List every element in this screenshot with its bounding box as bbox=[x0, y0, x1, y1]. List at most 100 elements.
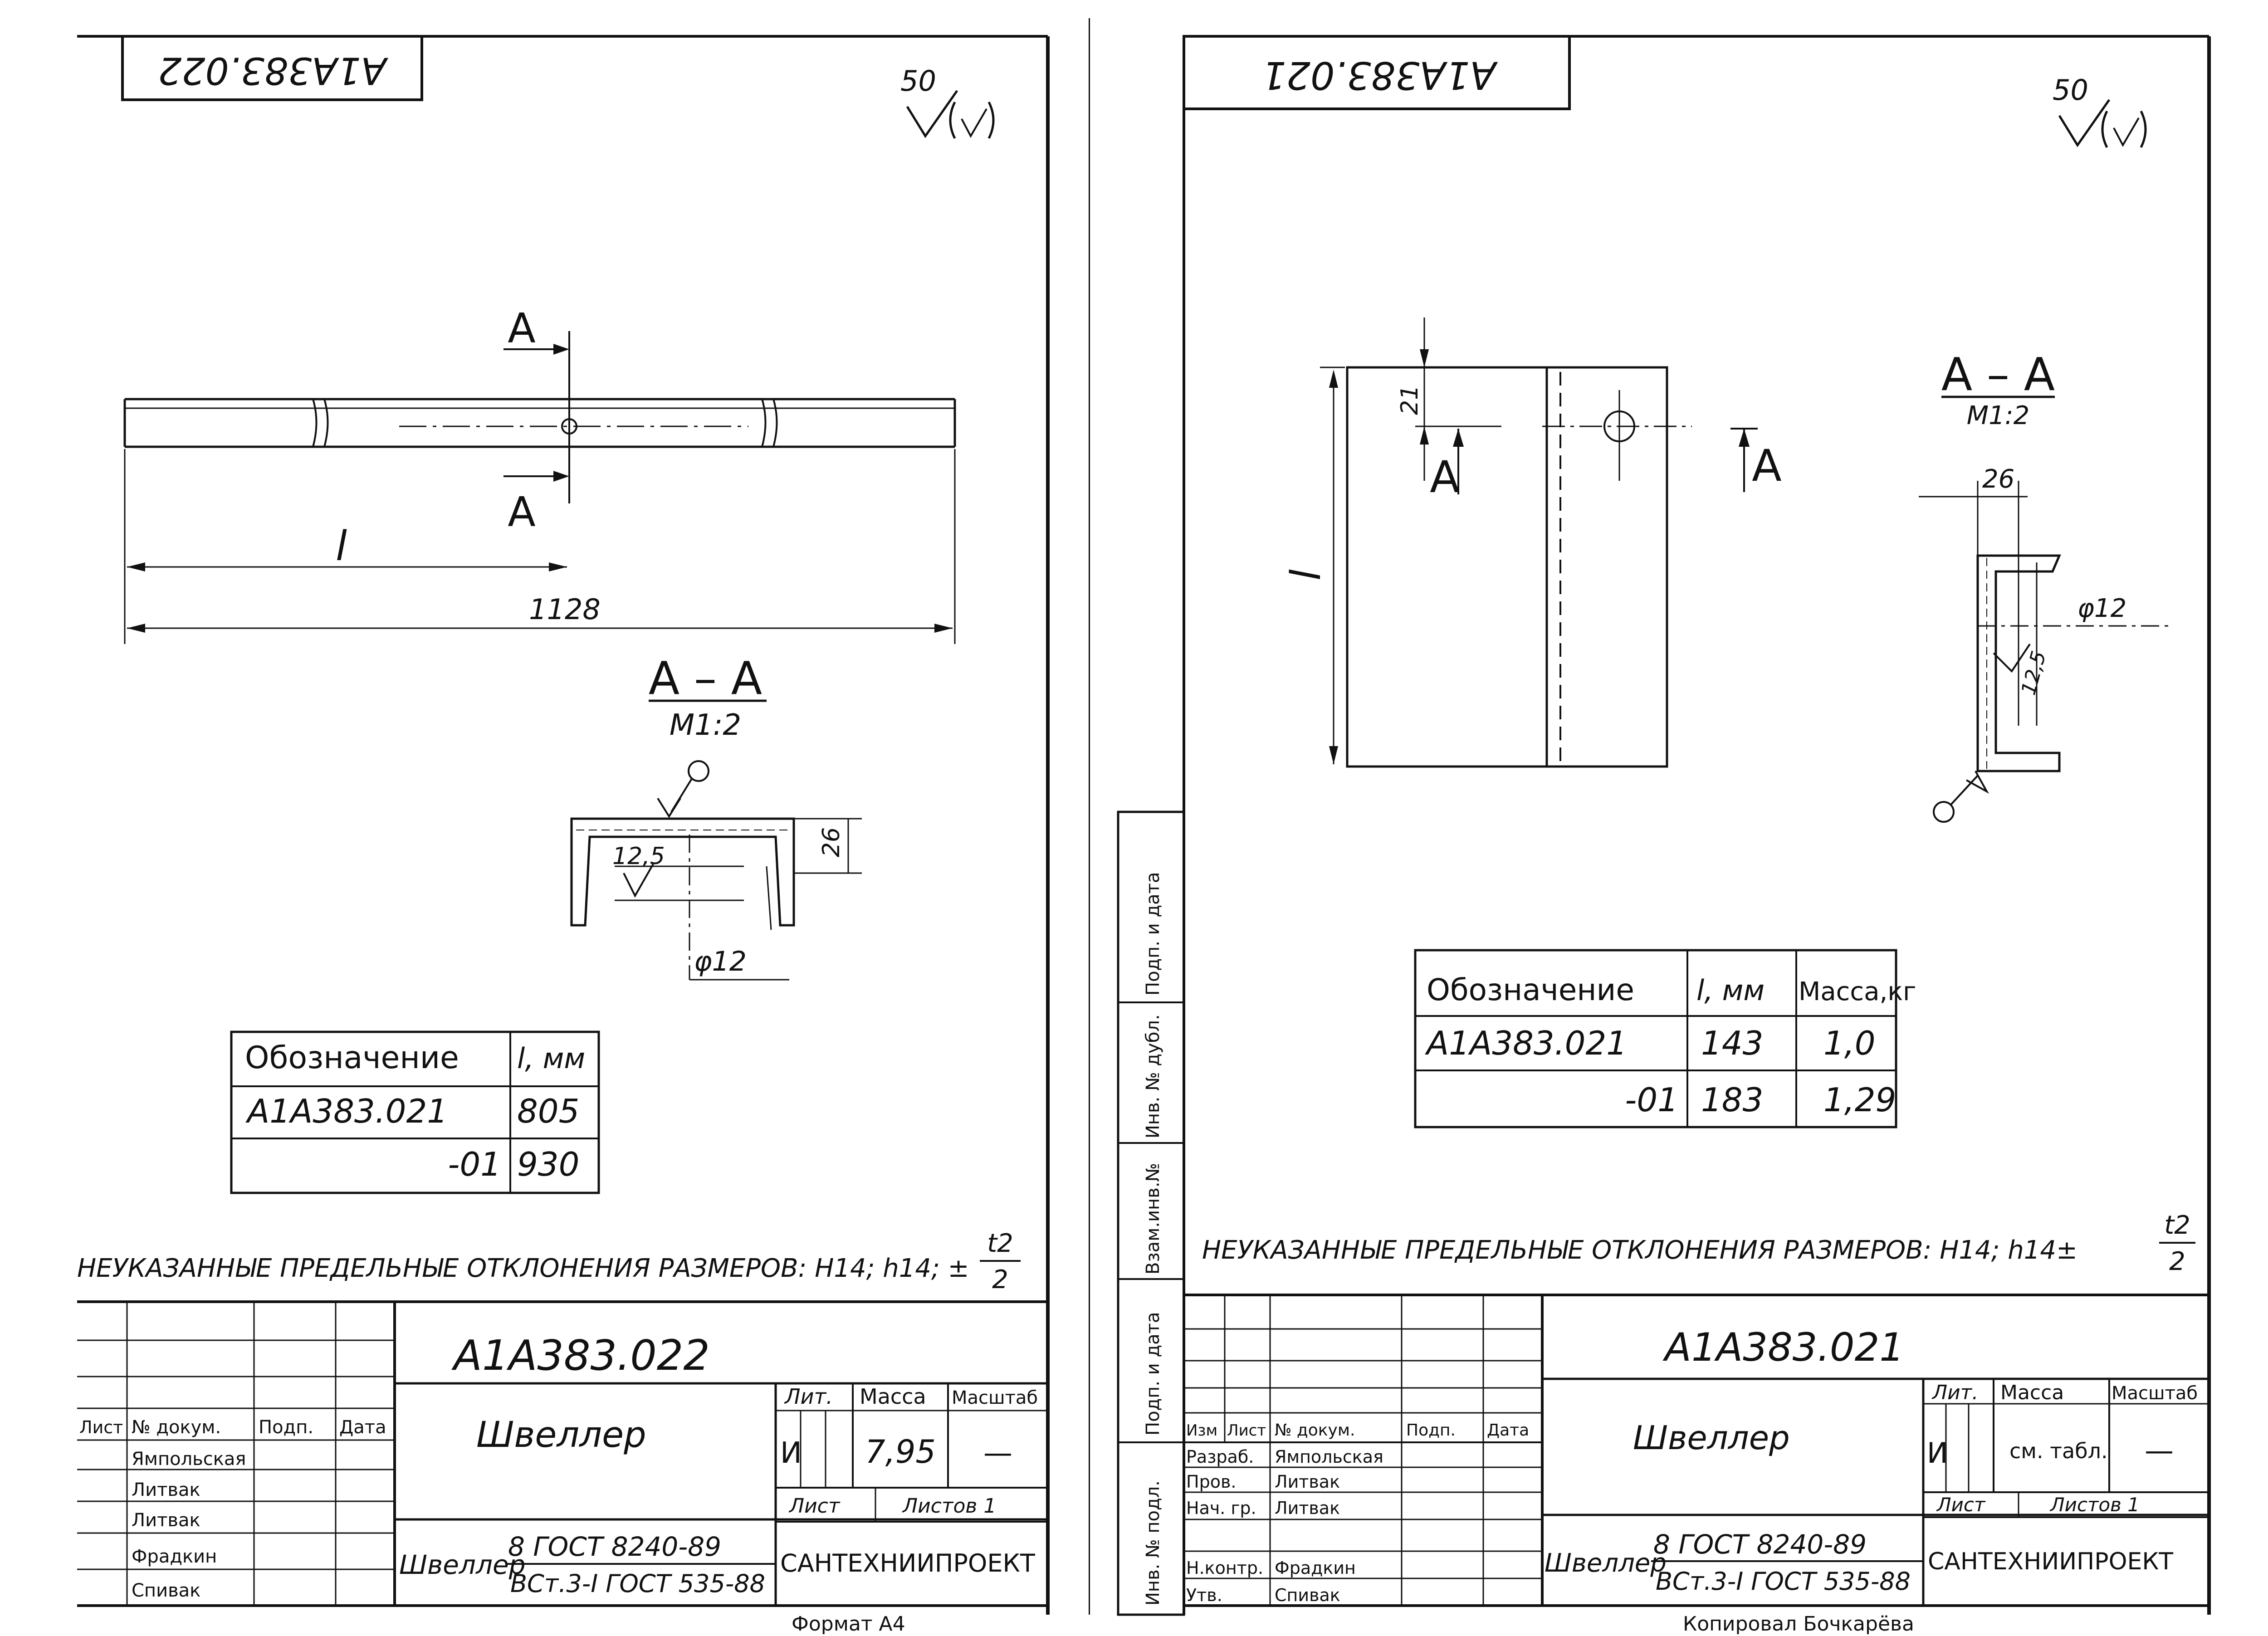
left-dimension-l: l bbox=[124, 449, 567, 644]
svg-text:26: 26 bbox=[1982, 464, 2014, 494]
right-person: Литвак bbox=[1275, 1498, 1340, 1518]
svg-text:2: 2 bbox=[992, 1265, 1008, 1294]
left-person: Литвак bbox=[132, 1510, 200, 1531]
svg-text:8 ГОСТ 8240-89: 8 ГОСТ 8240-89 bbox=[1653, 1529, 1867, 1560]
right-corner-box bbox=[1183, 35, 1571, 110]
left-person: Ямпольская bbox=[132, 1449, 246, 1470]
side-label: Инв. № подл. bbox=[1143, 1480, 1163, 1606]
left-channel-view bbox=[123, 398, 956, 448]
svg-text:50: 50 bbox=[2053, 73, 2088, 107]
svg-text:НЕУКАЗАННЫЕ ПРЕДЕЛЬНЫЕ ОТКЛОНЕ: НЕУКАЗАННЫЕ ПРЕДЕЛЬНЫЕ ОТКЛОНЕНИЯ РАЗМЕР… bbox=[1202, 1236, 2077, 1265]
left-person: Литвак bbox=[132, 1480, 200, 1500]
svg-text:t2: t2 bbox=[987, 1229, 1013, 1258]
right-role: Н.контр. bbox=[1186, 1558, 1263, 1578]
svg-text:Дата: Дата bbox=[339, 1417, 386, 1438]
right-table-cell: 1,0 bbox=[1823, 1024, 1876, 1062]
svg-text:Масштаб: Масштаб bbox=[952, 1387, 1038, 1408]
right-section-marker: А А bbox=[1430, 428, 1782, 503]
right-doc-code: А1А383.021 bbox=[1662, 1325, 1904, 1370]
svg-text:Лит.: Лит. bbox=[784, 1384, 833, 1409]
svg-text:—: — bbox=[983, 1436, 1012, 1470]
svg-text:Дата: Дата bbox=[1487, 1421, 1529, 1440]
right-designation-table: Обозначение l, мм Масса,кг А1А383.021 14… bbox=[1414, 949, 1916, 1128]
left-title-block: Лист № докум. Подп. Дата Ямпольская Литв… bbox=[77, 1300, 1048, 1636]
svg-text:А: А bbox=[1752, 440, 1782, 491]
left-person: Фрадкин bbox=[132, 1546, 217, 1567]
left-table-cell: 930 bbox=[517, 1145, 579, 1183]
left-section-view: А – А М1:2 26 12,5 φ12 bbox=[570, 652, 862, 981]
svg-text:l: l bbox=[336, 523, 347, 570]
svg-text:26: 26 bbox=[818, 827, 845, 857]
right-surface-finish-icon: 50 bbox=[2053, 73, 2147, 148]
svg-text:Лист: Лист bbox=[1227, 1421, 1266, 1440]
svg-text:φ12: φ12 bbox=[694, 946, 747, 977]
right-person: Литвак bbox=[1275, 1472, 1340, 1492]
left-table-header-designation: Обозначение bbox=[245, 1040, 459, 1076]
svg-text:А – А: А – А bbox=[1941, 348, 2055, 401]
right-tolerance-note: НЕУКАЗАННЫЕ ПРЕДЕЛЬНЫЕ ОТКЛОНЕНИЯ РАЗМЕР… bbox=[1202, 1211, 2195, 1276]
svg-text:А: А bbox=[1430, 452, 1460, 503]
svg-text:И: И bbox=[780, 1436, 802, 1470]
right-channel-view: l 21 bbox=[1282, 317, 1692, 768]
svg-text:Лист: Лист bbox=[79, 1417, 123, 1437]
right-role: Нач. гр. bbox=[1186, 1498, 1256, 1518]
svg-text:А: А bbox=[508, 305, 536, 352]
right-person: Фрадкин bbox=[1275, 1558, 1356, 1578]
svg-text:2: 2 bbox=[2169, 1247, 2185, 1276]
svg-text:ВСт.3-I ГОСТ 535-88: ВСт.3-I ГОСТ 535-88 bbox=[510, 1569, 765, 1598]
svg-text:А: А bbox=[508, 488, 536, 536]
right-table-header-length: l, мм bbox=[1696, 974, 1765, 1007]
svg-text:12,5: 12,5 bbox=[612, 843, 665, 870]
left-corner-code: А1А383.022 bbox=[158, 49, 388, 92]
right-org-name: САНТЕХНИИПРОЕКТ bbox=[1928, 1548, 2173, 1575]
svg-text:Швеллер: Швеллер bbox=[399, 1549, 526, 1580]
svg-text:И: И bbox=[1927, 1436, 1948, 1470]
right-role: Разраб. bbox=[1186, 1447, 1254, 1467]
side-label: Инв. № дубл. bbox=[1143, 1014, 1163, 1138]
right-section-view: А – А М1:2 26 φ12 12,5 bbox=[1919, 348, 2168, 823]
right-person: Спивак bbox=[1275, 1585, 1340, 1605]
svg-text:М1:2: М1:2 bbox=[1967, 401, 2029, 430]
right-side-strip: Инв. № подл. Подп. и дата Взам.инв.№ Инв… bbox=[1117, 811, 1185, 1616]
svg-text:М1:2: М1:2 bbox=[670, 708, 741, 742]
svg-text:Подп.: Подп. bbox=[259, 1417, 313, 1438]
left-person: Спивак bbox=[132, 1580, 200, 1601]
right-table-cell: 1,29 bbox=[1823, 1081, 1896, 1119]
left-table-header-length: l, мм bbox=[517, 1042, 585, 1075]
left-drawing-sheet: А1А383.022 50 А А l bbox=[0, 0, 1089, 1636]
svg-text:21: 21 bbox=[1396, 385, 1423, 415]
svg-text:50: 50 bbox=[900, 64, 936, 98]
svg-text:1128: 1128 bbox=[529, 593, 601, 626]
left-tolerance-note: НЕУКАЗАННЫЕ ПРЕДЕЛЬНЫЕ ОТКЛОНЕНИЯ РАЗМЕР… bbox=[77, 1229, 1021, 1294]
svg-text:Подп.: Подп. bbox=[1406, 1421, 1456, 1440]
left-part-name: Швеллер bbox=[476, 1415, 646, 1455]
svg-text:—: — bbox=[2145, 1434, 2174, 1468]
left-doc-code: А1А383.022 bbox=[451, 1331, 710, 1380]
right-table-cell: 183 bbox=[1701, 1081, 1763, 1119]
svg-text:Листов 1: Листов 1 bbox=[902, 1494, 996, 1518]
side-label: Подп. и дата bbox=[1143, 872, 1163, 996]
svg-text:Изм: Изм bbox=[1186, 1421, 1217, 1440]
right-role: Пров. bbox=[1186, 1472, 1236, 1492]
svg-text:Лист: Лист bbox=[1936, 1494, 1986, 1516]
svg-text:см. табл.: см. табл. bbox=[2009, 1439, 2108, 1463]
right-part-name: Швеллер bbox=[1633, 1419, 1790, 1457]
right-table-header-designation: Обозначение bbox=[1427, 972, 1634, 1007]
svg-text:А – А: А – А bbox=[649, 652, 762, 705]
svg-text:Формат А4: Формат А4 bbox=[792, 1612, 905, 1634]
svg-text:НЕУКАЗАННЫЕ ПРЕДЕЛЬНЫЕ ОТКЛОНЕ: НЕУКАЗАННЫЕ ПРЕДЕЛЬНЫЕ ОТКЛОНЕНИЯ РАЗМЕР… bbox=[77, 1254, 969, 1283]
left-table-cell: -01 bbox=[448, 1145, 501, 1183]
svg-text:Лит.: Лит. bbox=[1931, 1381, 1978, 1404]
left-surface-finish-icon: 50 bbox=[900, 64, 995, 139]
svg-text:l: l bbox=[1282, 569, 1330, 581]
svg-text:Листов 1: Листов 1 bbox=[2049, 1494, 2140, 1516]
right-role: Утв. bbox=[1186, 1585, 1222, 1605]
left-table-cell: 805 bbox=[517, 1092, 579, 1130]
svg-text:№ докум.: № докум. bbox=[1275, 1421, 1355, 1440]
svg-text:Швеллер: Швеллер bbox=[1545, 1548, 1667, 1578]
svg-text:Лист: Лист bbox=[788, 1494, 841, 1518]
right-table-cell: А1А383.021 bbox=[1425, 1024, 1627, 1062]
svg-text:Масса: Масса bbox=[860, 1384, 926, 1409]
svg-text:Масса: Масса bbox=[2000, 1381, 2064, 1404]
right-drawing-sheet: Инв. № подл. Подп. и дата Взам.инв.№ Инв… bbox=[1087, 0, 2268, 1636]
